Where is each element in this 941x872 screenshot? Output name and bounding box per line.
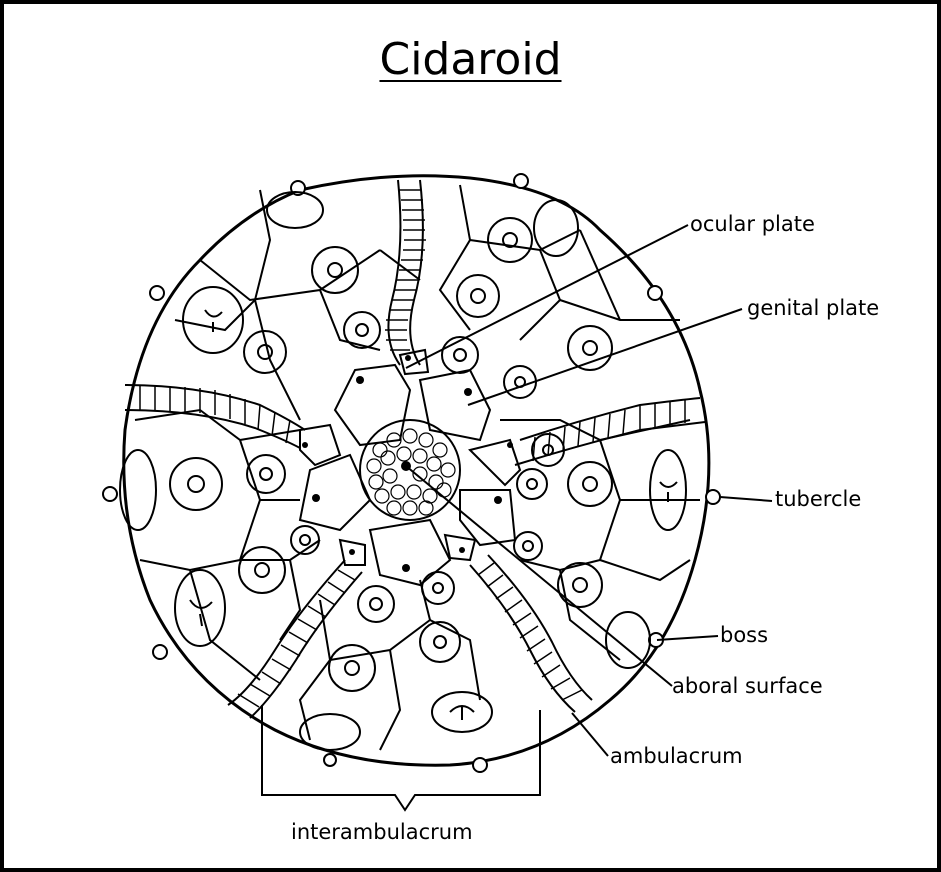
diagram-title: Cidaroid <box>0 34 941 85</box>
label-ocular-plate: ocular plate <box>690 214 815 235</box>
label-genital-plate: genital plate <box>747 298 879 319</box>
leader-ambulacrum <box>572 713 608 756</box>
test-outline <box>124 176 709 766</box>
leader-boss <box>657 636 718 640</box>
label-ambulacrum: ambulacrum <box>610 746 743 767</box>
label-tubercle: tubercle <box>775 489 861 510</box>
label-aboral-surface: aboral surface <box>672 676 823 697</box>
label-interambulacrum: interambulacrum <box>291 822 473 843</box>
leader-tubercle <box>720 497 772 501</box>
label-boss: boss <box>720 625 768 646</box>
